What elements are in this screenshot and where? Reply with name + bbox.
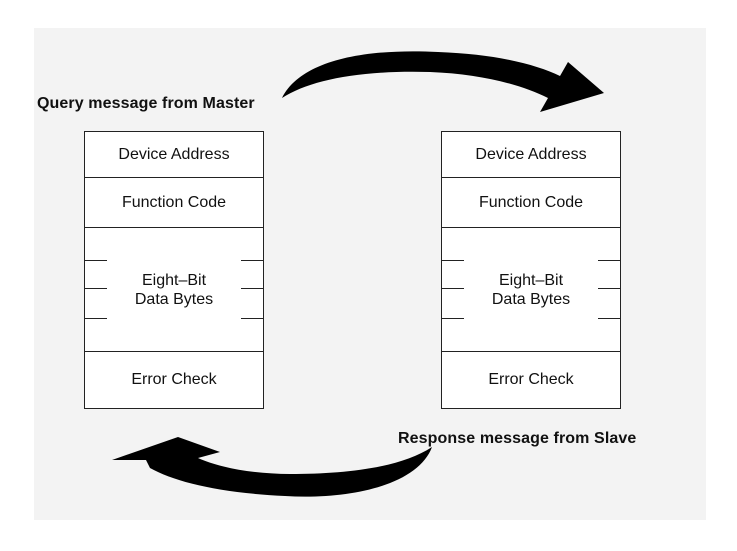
data-divider-tick — [241, 288, 263, 289]
curved-arrow-icon — [112, 437, 432, 497]
data-bytes-field: Eight–Bit Data Bytes — [85, 228, 263, 352]
function-code-field: Function Code — [85, 178, 263, 228]
data-divider-tick — [241, 260, 263, 261]
data-divider-tick — [598, 288, 620, 289]
error-check-field: Error Check — [488, 371, 574, 388]
data-divider-tick — [598, 260, 620, 261]
device-address-field: Device Address — [442, 132, 620, 178]
data-bytes-line1: Eight–Bit — [498, 271, 564, 289]
data-divider-tick — [442, 288, 464, 289]
response-frame: Device Address Function Code Eight–Bit D… — [441, 131, 621, 409]
data-bytes-line1: Eight–Bit — [141, 271, 207, 289]
response-caption: Response message from Slave — [398, 430, 637, 447]
function-code-field: Function Code — [442, 178, 620, 228]
data-divider-tick — [598, 318, 620, 319]
curved-arrow-icon — [282, 51, 604, 112]
error-check-field: Error Check — [131, 371, 217, 388]
query-caption: Query message from Master — [37, 95, 255, 112]
data-divider-tick — [85, 288, 107, 289]
data-divider-tick — [85, 318, 107, 319]
data-divider-tick — [442, 318, 464, 319]
data-divider-tick — [442, 260, 464, 261]
data-divider-tick — [241, 318, 263, 319]
data-divider-tick — [85, 260, 107, 261]
data-bytes-line2: Data Bytes — [134, 290, 214, 308]
data-bytes-line2: Data Bytes — [491, 290, 571, 308]
query-frame: Device Address Function Code Eight–Bit D… — [84, 131, 264, 409]
data-bytes-field: Eight–Bit Data Bytes — [442, 228, 620, 352]
device-address-field: Device Address — [85, 132, 263, 178]
